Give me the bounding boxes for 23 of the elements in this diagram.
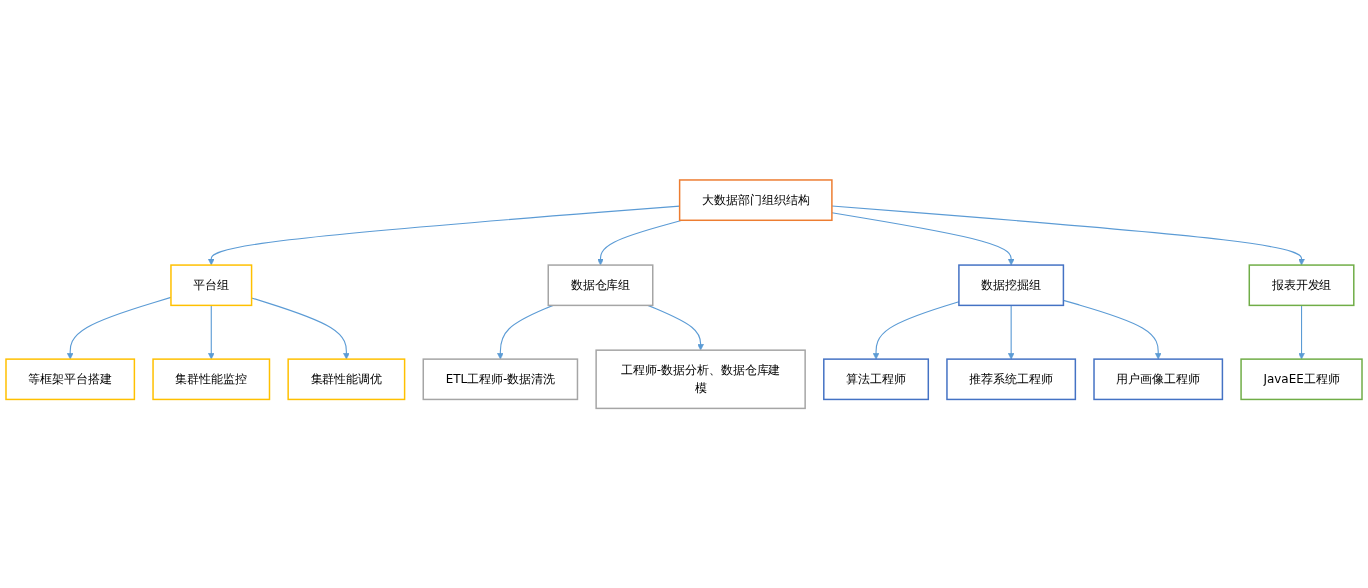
node-box: 用户画像工程师 bbox=[1093, 358, 1224, 400]
arrow bbox=[1298, 304, 1305, 360]
node-box: 数据仓库组 bbox=[547, 264, 654, 306]
arrow bbox=[208, 205, 681, 266]
node-box: 推荐系统工程师 bbox=[946, 358, 1077, 400]
arrow bbox=[1007, 304, 1015, 360]
arrow bbox=[497, 304, 554, 360]
arrow bbox=[208, 304, 215, 360]
arrow bbox=[831, 212, 1015, 266]
node-box: 集群性能调优 bbox=[287, 358, 406, 400]
node-box: 数据挖掘组 bbox=[958, 264, 1065, 306]
node-box: 大数据部门组织结构 bbox=[678, 179, 833, 221]
node-box: 算法工程师 bbox=[823, 358, 930, 400]
node-box: 工程师-数据分析、数据仓库建模 bbox=[595, 349, 806, 409]
node-box: 集群性能监控 bbox=[152, 358, 271, 400]
arrow bbox=[251, 297, 350, 360]
arrow bbox=[647, 304, 704, 351]
node-box: ETL工程师-数据清洗 bbox=[422, 358, 579, 400]
node-box: 等框架平台搭建 bbox=[5, 358, 136, 400]
node-box: 报表开发组 bbox=[1248, 264, 1355, 306]
arrow bbox=[831, 205, 1305, 266]
node-box: 平台组 bbox=[170, 264, 253, 306]
node-box: JavaEE工程师 bbox=[1240, 358, 1363, 400]
